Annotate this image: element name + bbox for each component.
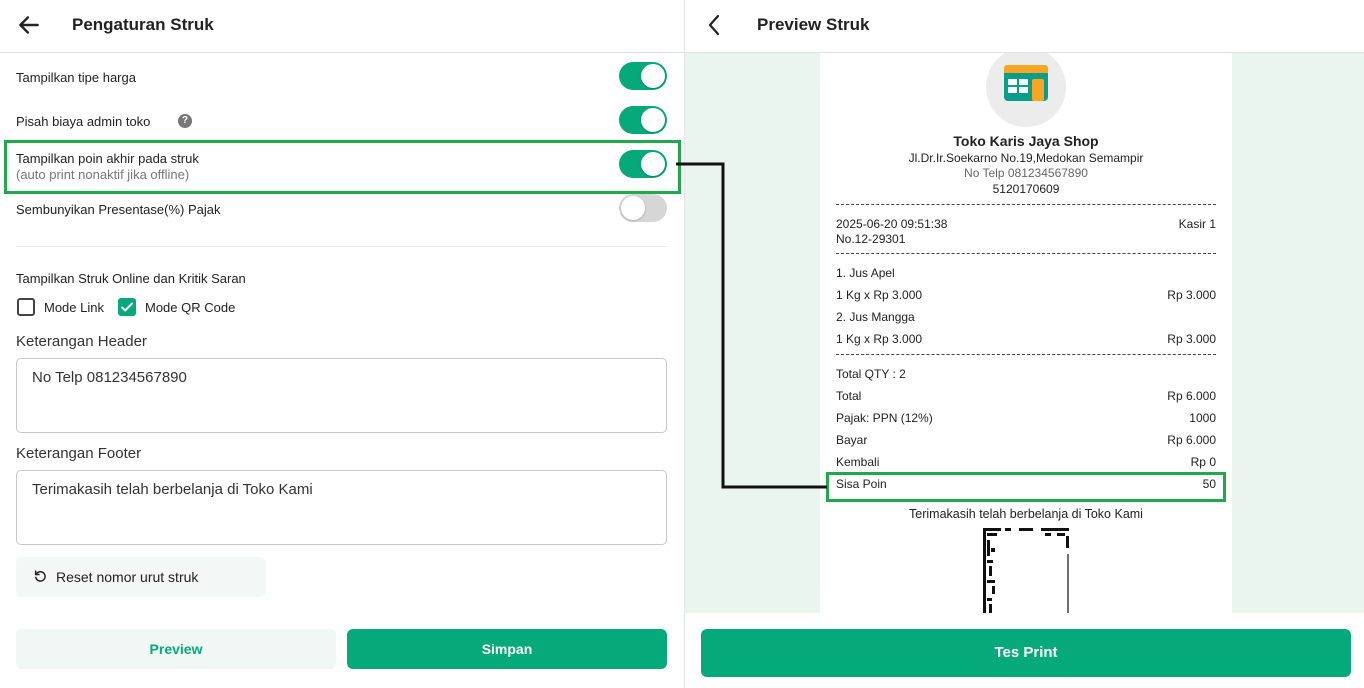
receipt-summary-value: Rp 6.000 (1167, 389, 1216, 403)
receipt-item-row: 1 Kg x Rp 3.000 Rp 3.000 (836, 332, 1216, 346)
receipt-remaining-points-row: Sisa Poin 50 (836, 477, 1216, 491)
preview-title: Preview Struk (757, 15, 870, 34)
receipt-store-name: Toko Karis Jaya Shop (953, 133, 1099, 149)
qr-code (983, 528, 1069, 613)
receipt-summary-value: 1000 (1189, 411, 1216, 425)
split-admin-fee-label: Pisah biaya admin toko (16, 114, 151, 129)
page-title: Pengaturan Struk (72, 15, 214, 34)
footer-note-input[interactable]: Terimakasih telah berbelanja di Toko Kam… (16, 470, 667, 545)
split-admin-fee-toggle[interactable] (619, 106, 667, 134)
receipt-divider (836, 204, 1216, 205)
footer-note-label: Keterangan Footer (16, 445, 142, 462)
online-receipt-section-label: Tampilkan Struk Online dan Kritik Saran (16, 271, 246, 286)
section-divider (16, 246, 667, 247)
preview-pane: Preview Struk Toko Karis Jaya Shop Jl.Dr… (684, 0, 1364, 688)
mode-qr-checkbox[interactable] (118, 298, 136, 316)
test-print-button[interactable]: Tes Print (701, 629, 1351, 677)
receipt-item-row: 1 Kg x Rp 3.000 Rp 3.000 (836, 288, 1216, 302)
receipt-summary-label: Bayar (836, 433, 868, 447)
show-final-points-text: Tampilkan poin akhir pada struk (16, 151, 199, 166)
receipt-footer: Terimakasih telah berbelanja di Toko Kam… (909, 507, 1143, 521)
preview-button[interactable]: Preview (16, 629, 336, 669)
receipt-item-qty: 1 Kg x Rp 3.000 (836, 288, 923, 302)
help-circle-icon[interactable]: ? (178, 114, 192, 128)
receipt-item-qty: 1 Kg x Rp 3.000 (836, 332, 923, 346)
receipt-divider (836, 354, 1216, 355)
show-final-points-label: Tampilkan poin akhir pada struk (auto pr… (16, 151, 199, 182)
show-final-points-note: (auto print nonaktif jika offline) (16, 167, 190, 182)
toggle-knob (641, 64, 665, 88)
mode-link-checkbox[interactable] (17, 298, 35, 316)
receipt-paper: Toko Karis Jaya Shop Jl.Dr.Ir.Soekarno N… (820, 53, 1232, 613)
receipt-divider (836, 253, 1216, 254)
receipt-summary-label: Kembali (836, 455, 880, 469)
reset-receipt-number-label: Reset nomor urut struk (56, 569, 199, 585)
reset-receipt-number-button[interactable]: Reset nomor urut struk (16, 557, 266, 597)
header-note-label: Keterangan Header (16, 333, 147, 350)
settings-pane: Pengaturan Struk Tampilkan tipe harga Pi… (0, 0, 684, 669)
mode-link-label: Mode Link (44, 300, 104, 315)
receipt-summary-row: Pajak: PPN (12%) 1000 (836, 411, 1216, 425)
highlight-final-points-setting (4, 140, 681, 194)
store-icon (1004, 65, 1048, 101)
preview-header: Preview Struk (685, 0, 1364, 53)
receipt-datetime-row: 2025-06-20 09:51:38 Kasir 1 (836, 217, 1216, 231)
receipt-address: Jl.Dr.Ir.Soekarno No.19,Medokan Semampir (908, 151, 1144, 165)
refresh-icon (34, 570, 46, 582)
header-note-input[interactable]: No Telp 081234567890 (16, 358, 667, 433)
receipt-cashier: Kasir 1 (1178, 217, 1216, 231)
settings-header: Pengaturan Struk (0, 0, 684, 53)
receipt-summary-row: Total Rp 6.000 (836, 389, 1216, 403)
receipt-item-amount: Rp 3.000 (1167, 288, 1216, 302)
receipt-summary-label: Sisa Poin (836, 477, 887, 491)
chevron-left-icon[interactable] (703, 12, 727, 38)
receipt-summary-value: Rp 0 (1190, 455, 1216, 469)
highlight-remaining-points-row (826, 472, 1226, 502)
receipt-code: 5120170609 (992, 182, 1060, 196)
toggle-knob (621, 196, 645, 220)
receipt-item-amount: Rp 3.000 (1167, 332, 1216, 346)
receipt-item-name: 1. Jus Apel (836, 266, 895, 280)
receipt-datetime: 2025-06-20 09:51:38 (836, 217, 948, 231)
receipt-total-qty: Total QTY : 2 (836, 367, 906, 381)
mode-qr-label: Mode QR Code (145, 300, 236, 315)
arrow-left-icon[interactable] (16, 12, 42, 38)
show-price-type-label: Tampilkan tipe harga (16, 70, 136, 85)
check-icon (121, 302, 133, 312)
hide-tax-percent-label: Sembunyikan Presentase(%) Pajak (16, 202, 221, 217)
receipt-preview-area[interactable]: Toko Karis Jaya Shop Jl.Dr.Ir.Soekarno N… (685, 53, 1364, 613)
receipt-summary-value: 50 (1202, 477, 1216, 491)
show-final-points-toggle[interactable] (619, 150, 667, 178)
print-bar: Tes Print (685, 613, 1364, 688)
receipt-summary-label: Total (836, 389, 862, 403)
receipt-summary-value: Rp 6.000 (1167, 433, 1216, 447)
show-price-type-toggle[interactable] (619, 62, 667, 90)
store-logo (986, 53, 1066, 127)
hide-tax-percent-toggle[interactable] (619, 194, 667, 222)
receipt-number: No.12-29301 (836, 232, 906, 246)
receipt-phone: No Telp 081234567890 (964, 166, 1088, 180)
receipt-summary-row: Bayar Rp 6.000 (836, 433, 1216, 447)
receipt-summary-label: Pajak: PPN (12%) (836, 411, 933, 425)
toggle-knob (641, 108, 665, 132)
receipt-summary-row: Kembali Rp 0 (836, 455, 1216, 469)
toggle-knob (641, 152, 665, 176)
receipt-item-name: 2. Jus Mangga (836, 310, 915, 324)
save-button[interactable]: Simpan (347, 629, 667, 669)
